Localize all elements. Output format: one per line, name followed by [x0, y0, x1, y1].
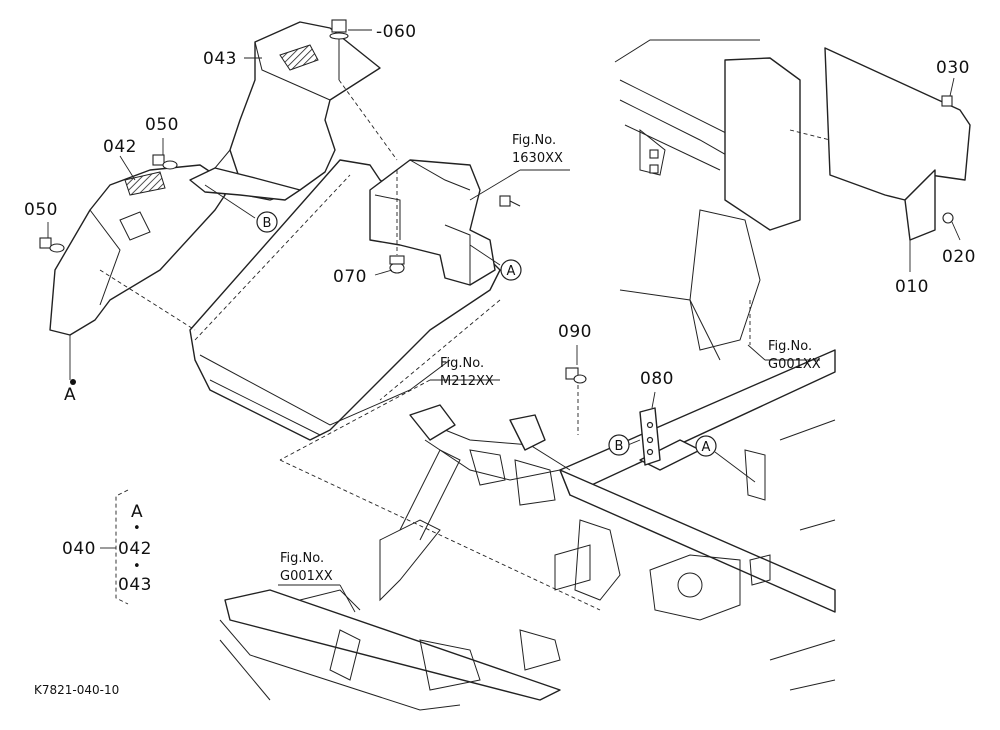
label-point-a: A [64, 385, 76, 405]
label-010: 010 [895, 277, 929, 297]
projection-line-2 [379, 299, 501, 401]
label-043: 043 [203, 49, 237, 69]
bolt-060 [329, 19, 349, 80]
circled-ref-b-top: B [256, 211, 278, 233]
svg-text:A: A [131, 502, 143, 522]
label-020: 020 [942, 247, 976, 267]
circled-ref-b-right: B [608, 434, 630, 456]
rear-fender-detail [614, 39, 971, 361]
label-050-lower: 050 [24, 200, 58, 220]
circled-ref-a-mid: A [500, 259, 522, 281]
svg-text:A: A [507, 264, 516, 279]
label-042: 042 [103, 137, 137, 157]
label-030: 030 [936, 58, 970, 78]
circled-ref-a-right: A [695, 435, 717, 457]
main-frame [219, 349, 836, 711]
bracket-080 [639, 407, 661, 466]
svg-text:042: 042 [118, 539, 152, 559]
svg-text:B: B [615, 439, 624, 454]
front-fender-042 [49, 164, 301, 336]
label-090: 090 [558, 322, 592, 342]
projection-line-1 [279, 459, 601, 611]
fig-ref-m212-code: M212XX [440, 374, 494, 389]
align-line-050 [99, 269, 196, 331]
control-bracket [369, 159, 496, 286]
fig-ref-g001-left-code: G001XX [280, 569, 333, 584]
fig-ref-g001-right-label: Fig.No. [768, 339, 812, 354]
leader-lines [47, 29, 961, 613]
projection-line-3 [279, 379, 431, 461]
fig-ref-m212-label: Fig.No. [440, 356, 484, 371]
drawing-code: K7821-040-10 [34, 683, 119, 697]
svg-text:040: 040 [62, 539, 96, 559]
align-line-060 [338, 79, 398, 161]
fig-ref-g001-left-label: Fig.No. [280, 551, 324, 566]
bolt-050-upper [152, 154, 178, 170]
bolt-090 [565, 367, 587, 435]
label-050-upper: 050 [145, 115, 179, 135]
svg-text:A: A [702, 440, 711, 455]
bolt-near-1630 [499, 195, 521, 207]
fig-ref-1630-code: 1630XX [512, 151, 563, 166]
assembly-bracket-040: 040 A • 042 • 043 [62, 489, 152, 605]
label-060: -060 [376, 22, 417, 42]
fig-ref-g001-right-code: G001XX [768, 357, 821, 372]
point-a-marker [70, 379, 76, 385]
bolt-050-lower [39, 237, 65, 253]
svg-text:B: B [263, 216, 272, 231]
fig-ref-1630-label: Fig.No. [512, 133, 556, 148]
nut-070 [389, 255, 405, 274]
svg-text:•: • [133, 559, 141, 574]
label-070: 070 [333, 267, 367, 287]
svg-text:043: 043 [118, 575, 152, 595]
label-080: 080 [640, 369, 674, 389]
svg-text:•: • [133, 521, 141, 536]
